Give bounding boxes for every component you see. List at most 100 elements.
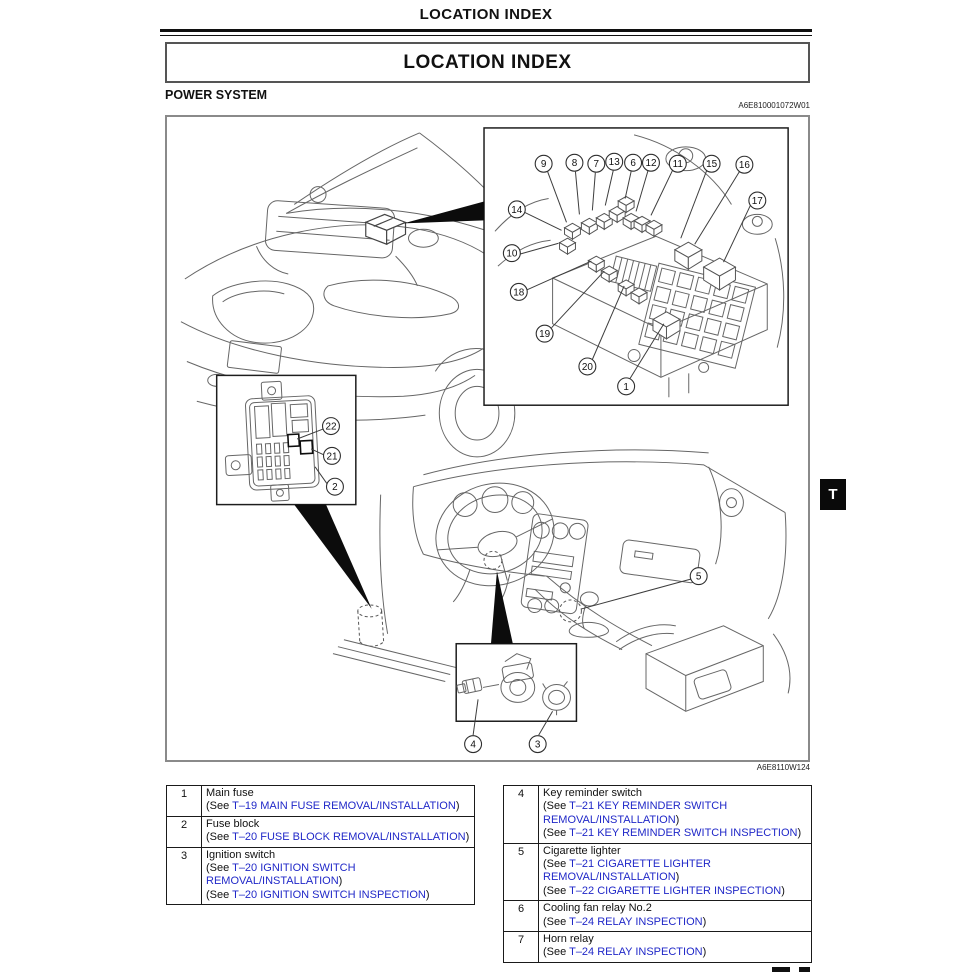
callout-11: 11 xyxy=(650,154,687,216)
pointer-wedge-ignition xyxy=(490,571,513,644)
callout-5: 5 xyxy=(581,567,708,610)
item-cell: Key reminder switch (See T–21 KEY REMIND… xyxy=(538,785,812,844)
ref-link[interactable]: T–21 KEY REMINDER SWITCH REMOVAL/INSTALL… xyxy=(543,800,728,826)
ignition-inset-box xyxy=(455,642,578,722)
dashboard-drawing xyxy=(379,449,791,712)
svg-text:14: 14 xyxy=(511,205,523,216)
svg-text:11: 11 xyxy=(673,159,684,170)
ref-link[interactable]: T–24 RELAY INSPECTION xyxy=(569,946,703,959)
item-ref: (See T–24 RELAY INSPECTION) xyxy=(543,915,707,928)
item-ref: (See T–20 IGNITION SWITCH REMOVAL/INSTAL… xyxy=(206,862,356,888)
pointer-wedge-engine xyxy=(403,201,485,224)
item-cell: Cooling fan relay No.2 (See T–24 RELAY I… xyxy=(538,900,812,933)
callout-17: 17 xyxy=(723,191,767,263)
item-name: Cigarette lighter xyxy=(543,844,621,857)
item-cell: Ignition switch (See T–20 IGNITION SWITC… xyxy=(201,846,475,906)
ref-link[interactable]: T–21 KEY REMINDER SWITCH INSPECTION xyxy=(569,827,798,840)
svg-text:10: 10 xyxy=(506,249,518,260)
callout-8: 8 xyxy=(565,153,584,215)
item-number: 4 xyxy=(503,785,539,844)
pointer-wedge-fuseblock xyxy=(294,504,372,609)
item-name: Ignition switch xyxy=(206,848,276,861)
callout-15: 15 xyxy=(680,154,721,239)
callout-10: 10 xyxy=(502,242,559,263)
table-row: 2 Fuse block (See T–20 FUSE BLOCK REMOVA… xyxy=(166,815,475,848)
fuse-relay-drawing xyxy=(494,134,785,398)
ref-link[interactable]: T–19 MAIN FUSE REMOVAL/INSTALLATION xyxy=(232,800,456,813)
table-row: 1 Main fuse (See T–19 MAIN FUSE REMOVAL/… xyxy=(166,785,475,817)
svg-text:9: 9 xyxy=(541,159,547,170)
callout-7: 7 xyxy=(587,154,606,211)
reference-table-left: 1 Main fuse (See T–19 MAIN FUSE REMOVAL/… xyxy=(166,785,475,906)
item-name: Key reminder switch xyxy=(543,787,643,799)
item-ref: (See T–19 MAIN FUSE REMOVAL/INSTALLATION… xyxy=(206,800,460,813)
svg-text:21: 21 xyxy=(326,451,338,462)
callout-19: 19 xyxy=(535,270,605,343)
cigarette-lighter-marker xyxy=(559,599,582,623)
page-nav-fragment[interactable] xyxy=(799,967,810,972)
ref-link[interactable]: T–20 IGNITION SWITCH REMOVAL/INSTALLATIO… xyxy=(206,862,356,888)
callout-21: 21 xyxy=(310,446,341,465)
callout-20: 20 xyxy=(578,285,625,376)
ref-link[interactable]: T–20 FUSE BLOCK REMOVAL/INSTALLATION xyxy=(232,831,466,844)
callout-14: 14 xyxy=(507,200,562,231)
callout-2: 2 xyxy=(314,466,344,496)
item-ref: (See T–21 KEY REMINDER SWITCH INSPECTION… xyxy=(543,827,802,840)
svg-text:6: 6 xyxy=(630,158,636,169)
reference-table-right: 4 Key reminder switch (See T–21 KEY REMI… xyxy=(503,785,812,963)
subsection-title: POWER SYSTEM xyxy=(165,88,268,102)
svg-text:3: 3 xyxy=(535,740,541,751)
callout-9: 9 xyxy=(534,154,567,223)
engine-fusebox-target xyxy=(364,213,408,246)
item-ref: (See T–24 RELAY INSPECTION) xyxy=(543,946,707,959)
ref-link[interactable]: T–22 CIGARETTE LIGHTER INSPECTION xyxy=(569,884,782,897)
callout-16: 16 xyxy=(694,155,754,245)
page-header-title: LOCATION INDEX xyxy=(419,6,553,23)
item-number: 2 xyxy=(166,815,202,848)
item-cell: Fuse block (See T–20 FUSE BLOCK REMOVAL/… xyxy=(201,815,475,848)
callout-18: 18 xyxy=(509,260,592,301)
svg-text:7: 7 xyxy=(594,159,600,170)
callout-4: 4 xyxy=(464,699,483,754)
table-row: 5 Cigarette lighter (See T–21 CIGARETTE … xyxy=(503,842,812,902)
item-ref: (See T–20 IGNITION SWITCH INSPECTION) xyxy=(206,888,430,901)
item-name: Main fuse xyxy=(206,787,254,799)
ref-link[interactable]: T–24 RELAY INSPECTION xyxy=(569,915,703,928)
item-ref: (See T–21 CIGARETTE LIGHTER REMOVAL/INST… xyxy=(543,858,711,884)
section-tab-t[interactable]: T xyxy=(820,479,846,510)
callout-3: 3 xyxy=(528,711,554,754)
callout-1: 1 xyxy=(617,323,665,396)
table-row: 6 Cooling fan relay No.2 (See T–24 RELAY… xyxy=(503,900,812,933)
item-number: 6 xyxy=(503,900,539,933)
svg-text:2: 2 xyxy=(332,482,338,493)
svg-text:16: 16 xyxy=(739,160,751,171)
page-nav-fragment[interactable] xyxy=(772,967,790,972)
ref-link[interactable]: T–21 CIGARETTE LIGHTER REMOVAL/INSTALLAT… xyxy=(543,858,711,884)
ignition-location-marker xyxy=(483,550,503,570)
callout-6: 6 xyxy=(624,153,643,199)
header-rule-thin xyxy=(160,35,812,36)
boxed-title: LOCATION INDEX xyxy=(403,51,572,73)
callout-22: 22 xyxy=(297,417,340,440)
fuseblock-location-cylinder xyxy=(357,604,385,647)
figure-code-top: A6E810001072W01 xyxy=(738,101,810,110)
svg-text:15: 15 xyxy=(706,159,718,170)
callout-13: 13 xyxy=(604,152,624,206)
item-number: 5 xyxy=(503,842,539,902)
item-name: Horn relay xyxy=(543,933,594,946)
svg-text:13: 13 xyxy=(609,157,621,168)
item-cell: Main fuse (See T–19 MAIN FUSE REMOVAL/IN… xyxy=(201,785,475,817)
item-ref: (See T–21 KEY REMINDER SWITCH REMOVAL/IN… xyxy=(543,800,728,826)
item-number: 3 xyxy=(166,846,202,906)
item-name: Cooling fan relay No.2 xyxy=(543,902,652,915)
svg-text:1: 1 xyxy=(623,382,629,393)
svg-text:22: 22 xyxy=(325,422,337,433)
ignition-switch-drawing xyxy=(456,653,571,716)
item-number: 1 xyxy=(166,785,202,817)
svg-text:4: 4 xyxy=(470,740,476,751)
table-row: 4 Key reminder switch (See T–21 KEY REMI… xyxy=(503,785,812,844)
svg-text:18: 18 xyxy=(513,287,525,298)
callout-12: 12 xyxy=(635,153,660,212)
ref-link[interactable]: T–20 IGNITION SWITCH INSPECTION xyxy=(232,888,426,901)
